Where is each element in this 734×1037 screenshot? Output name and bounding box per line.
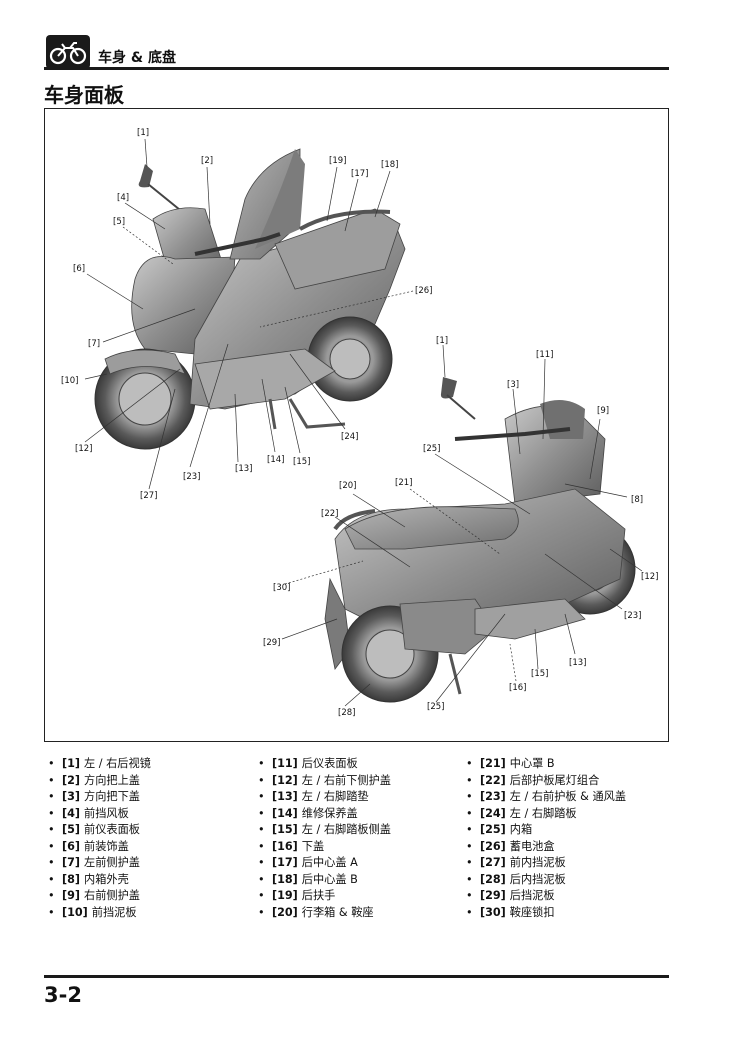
callout: [18]: [381, 160, 398, 170]
legend-item: •[26]蓄电池盒: [466, 839, 626, 856]
page-title: 车身面板: [44, 79, 124, 108]
legend-item: •[10]前挡泥板: [48, 905, 151, 922]
legend-item: •[23]左 / 右前护板 & 通风盖: [466, 789, 626, 806]
callout: [16]: [509, 683, 526, 693]
legend-item: •[20]行李箱 & 鞍座: [258, 905, 391, 922]
header-rule: [44, 67, 669, 70]
legend-item: •[16]下盖: [258, 839, 391, 856]
legend-item: •[27]前内挡泥板: [466, 855, 626, 872]
callout: [1]: [137, 128, 149, 138]
scooter-illustration: [1] [2] [19] [18] [4] [17] [5] [6] [26] …: [45, 109, 670, 743]
legend-item: •[30]鞍座锁扣: [466, 905, 626, 922]
callout: [7]: [88, 339, 100, 349]
legend-item: •[29]后挡泥板: [466, 888, 626, 905]
legend-item: •[12]左 / 右前下侧护盖: [258, 773, 391, 790]
legend-item: •[2]方向把上盖: [48, 773, 151, 790]
callout: [17]: [351, 169, 368, 179]
legend-item: •[21]中心罩 B: [466, 756, 626, 773]
body-panel-figure: [1] [2] [19] [18] [4] [17] [5] [6] [26] …: [44, 108, 669, 742]
legend-column-2: •[11]后仪表面板 •[12]左 / 右前下侧护盖 •[13]左 / 右脚踏垫…: [258, 756, 391, 921]
legend-item: •[15]左 / 右脚踏板侧盖: [258, 822, 391, 839]
legend-item: •[11]后仪表面板: [258, 756, 391, 773]
legend-column-1: •[1]左 / 右后视镜 •[2]方向把上盖 •[3]方向把下盖 •[4]前挡风…: [48, 756, 151, 921]
legend-item: •[14]维修保养盖: [258, 806, 391, 823]
callout: [15]: [531, 669, 548, 679]
callout: [9]: [597, 406, 609, 416]
legend-item: •[1]左 / 右后视镜: [48, 756, 151, 773]
callout: [12]: [641, 572, 658, 582]
callout: [26]: [415, 286, 432, 296]
callout: [25]: [427, 702, 444, 712]
legend-item: •[7]左前侧护盖: [48, 855, 151, 872]
legend-item: •[8]内箱外壳: [48, 872, 151, 889]
legend-item: •[9]右前侧护盖: [48, 888, 151, 905]
legend-item: •[4]前挡风板: [48, 806, 151, 823]
callout: [25]: [423, 444, 440, 454]
callout: [3]: [507, 380, 519, 390]
legend-item: •[28]后内挡泥板: [466, 872, 626, 889]
callout: [22]: [321, 509, 338, 519]
page-number: 3-2: [44, 983, 82, 1007]
legend-item: •[22]后部护板尾灯组合: [466, 773, 626, 790]
legend-item: •[17]后中心盖 A: [258, 855, 391, 872]
callout: [12]: [75, 444, 92, 454]
callout: [19]: [329, 156, 346, 166]
callout: [8]: [631, 495, 643, 505]
callout: [5]: [113, 217, 125, 227]
legend-item: •[24]左 / 右脚踏板: [466, 806, 626, 823]
callout: [30]: [273, 583, 290, 593]
callout: [29]: [263, 638, 280, 648]
legend-item: •[18]后中心盖 B: [258, 872, 391, 889]
callout: [23]: [183, 472, 200, 482]
callout: [11]: [536, 350, 553, 360]
callout: [13]: [569, 658, 586, 668]
callout: [4]: [117, 193, 129, 203]
legend-item: •[6]前装饰盖: [48, 839, 151, 856]
legend-item: •[13]左 / 右脚踏垫: [258, 789, 391, 806]
callout: [24]: [341, 432, 358, 442]
scooter-front-view: [95, 149, 405, 449]
callout: [27]: [140, 491, 157, 501]
callout: [13]: [235, 464, 252, 474]
legend-item: •[25]内箱: [466, 822, 626, 839]
motorcycle-icon: [46, 35, 90, 69]
legend-item: •[19]后扶手: [258, 888, 391, 905]
section-title: 车身 & 底盘: [98, 47, 176, 67]
callout: [15]: [293, 457, 310, 467]
callout: [14]: [267, 455, 284, 465]
callout: [28]: [338, 708, 355, 718]
callout: [21]: [395, 478, 412, 488]
footer-rule: [44, 975, 669, 978]
callout: [2]: [201, 156, 213, 166]
legend-item: •[3]方向把下盖: [48, 789, 151, 806]
callout: [10]: [61, 376, 78, 386]
callout: [1]: [436, 336, 448, 346]
scooter-rear-view: [325, 377, 635, 702]
legend-column-3: •[21]中心罩 B •[22]后部护板尾灯组合 •[23]左 / 右前护板 &…: [466, 756, 626, 921]
callout: [20]: [339, 481, 356, 491]
legend-item: •[5]前仪表面板: [48, 822, 151, 839]
callout: [23]: [624, 611, 641, 621]
callout: [6]: [73, 264, 85, 274]
